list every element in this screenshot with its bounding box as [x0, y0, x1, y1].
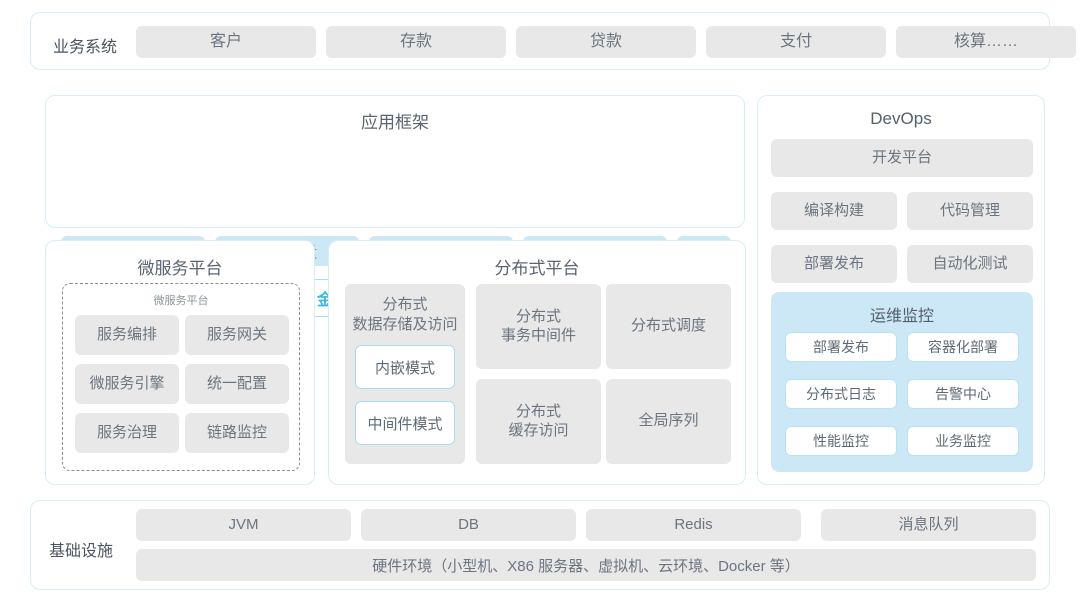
ops-item-performance-monitor[interactable]: 性能监控 — [785, 426, 897, 456]
distributed-mode-embedded[interactable]: 内嵌模式 — [355, 345, 455, 389]
business-item-loan[interactable]: 贷款 — [516, 26, 696, 58]
microservice-item-engine[interactable]: 微服务引擎 — [75, 364, 179, 404]
microservice-item-trace-monitor[interactable]: 链路监控 — [185, 413, 289, 453]
distributed-data-storage-title: 分布式 数据存储及访问 — [345, 295, 465, 334]
business-item-accounting[interactable]: 核算…… — [896, 26, 1076, 58]
microservice-inner-group: 微服务平台 服务编排 服务网关 微服务引擎 统一配置 服务治理 链路监控 — [62, 283, 300, 471]
infra-item-jvm[interactable]: JVM — [136, 509, 351, 541]
devops-panel: DevOps 开发平台 编译构建 代码管理 部署发布 自动化测试 运维监控 部署… — [757, 95, 1045, 485]
distributed-global-sequence[interactable]: 全局序列 — [606, 379, 731, 464]
distributed-transaction-middleware[interactable]: 分布式 事务中间件 — [476, 284, 601, 369]
cell-line2: 缓存访问 — [508, 421, 569, 439]
app-framework-panel: 应用框架 日间联机 日间批量 日终批处理 定时任务 ... 金融行业基础应用框架 — [45, 95, 745, 317]
business-system-label: 业务系统 — [53, 39, 118, 56]
business-item-deposit[interactable]: 存款 — [326, 26, 506, 58]
ops-monitor-title: 运维监控 — [869, 308, 934, 325]
microservice-item-unified-config[interactable]: 统一配置 — [185, 364, 289, 404]
devops-item-code-management[interactable]: 代码管理 — [907, 192, 1033, 230]
infrastructure-panel: 基础设施 JVM DB Redis 消息队列 硬件环境（小型机、X86 服务器、… — [30, 500, 1050, 590]
distributed-cache-access[interactable]: 分布式 缓存访问 — [476, 379, 601, 464]
infra-item-db[interactable]: DB — [361, 509, 576, 541]
infra-item-redis[interactable]: Redis — [586, 509, 801, 541]
devops-item-build[interactable]: 编译构建 — [771, 192, 897, 230]
business-item-customer[interactable]: 客户 — [136, 26, 316, 58]
distributed-data-storage-line2: 数据存储及访问 — [352, 315, 458, 333]
microservice-platform-panel: 微服务平台 微服务平台 服务编排 服务网关 微服务引擎 统一配置 服务治理 链路… — [45, 240, 315, 485]
ops-item-business-monitor[interactable]: 业务监控 — [907, 426, 1019, 456]
microservice-item-governance[interactable]: 服务治理 — [75, 413, 179, 453]
distributed-mode-middleware[interactable]: 中间件模式 — [355, 401, 455, 445]
infra-item-message-queue[interactable]: 消息队列 — [821, 509, 1036, 541]
distributed-data-storage-line1: 分布式 — [382, 296, 428, 313]
devops-title: DevOps — [870, 109, 932, 128]
cell-line2: 事务中间件 — [500, 326, 576, 344]
devops-item-deploy-release[interactable]: 部署发布 — [771, 245, 897, 283]
microservice-item-gateway[interactable]: 服务网关 — [185, 315, 289, 355]
distributed-scheduling[interactable]: 分布式调度 — [606, 284, 731, 369]
business-system-panel: 业务系统 客户 存款 贷款 支付 核算…… — [30, 12, 1076, 70]
app-framework-title: 应用框架 — [361, 113, 429, 132]
ops-item-containerized-deploy[interactable]: 容器化部署 — [907, 332, 1019, 362]
ops-item-deploy-release[interactable]: 部署发布 — [785, 332, 897, 362]
cell-line1: 分布式 — [515, 402, 561, 420]
devops-item-automated-test[interactable]: 自动化测试 — [907, 245, 1033, 283]
infra-hardware-environment[interactable]: 硬件环境（小型机、X86 服务器、虚拟机、云环境、Docker 等） — [136, 549, 1036, 581]
cell-line1: 分布式 — [515, 307, 561, 325]
microservice-inner-label: 微服务平台 — [153, 295, 209, 307]
microservice-platform-title: 微服务平台 — [137, 259, 223, 278]
ops-item-alert-center[interactable]: 告警中心 — [907, 379, 1019, 409]
distributed-data-storage-card[interactable]: 分布式 数据存储及访问 内嵌模式 中间件模式 — [345, 284, 465, 464]
infrastructure-label: 基础设施 — [49, 543, 114, 560]
distributed-platform-title: 分布式平台 — [494, 259, 580, 278]
ops-monitor-group: 运维监控 部署发布 容器化部署 分布式日志 告警中心 性能监控 业务监控 — [771, 292, 1033, 472]
devops-dev-platform[interactable]: 开发平台 — [771, 139, 1033, 177]
ops-item-distributed-log[interactable]: 分布式日志 — [785, 379, 897, 409]
business-item-payment[interactable]: 支付 — [706, 26, 886, 58]
distributed-platform-panel: 分布式平台 分布式 数据存储及访问 内嵌模式 中间件模式 分布式 事务中间件 分… — [328, 240, 746, 485]
microservice-item-orchestration[interactable]: 服务编排 — [75, 315, 179, 355]
